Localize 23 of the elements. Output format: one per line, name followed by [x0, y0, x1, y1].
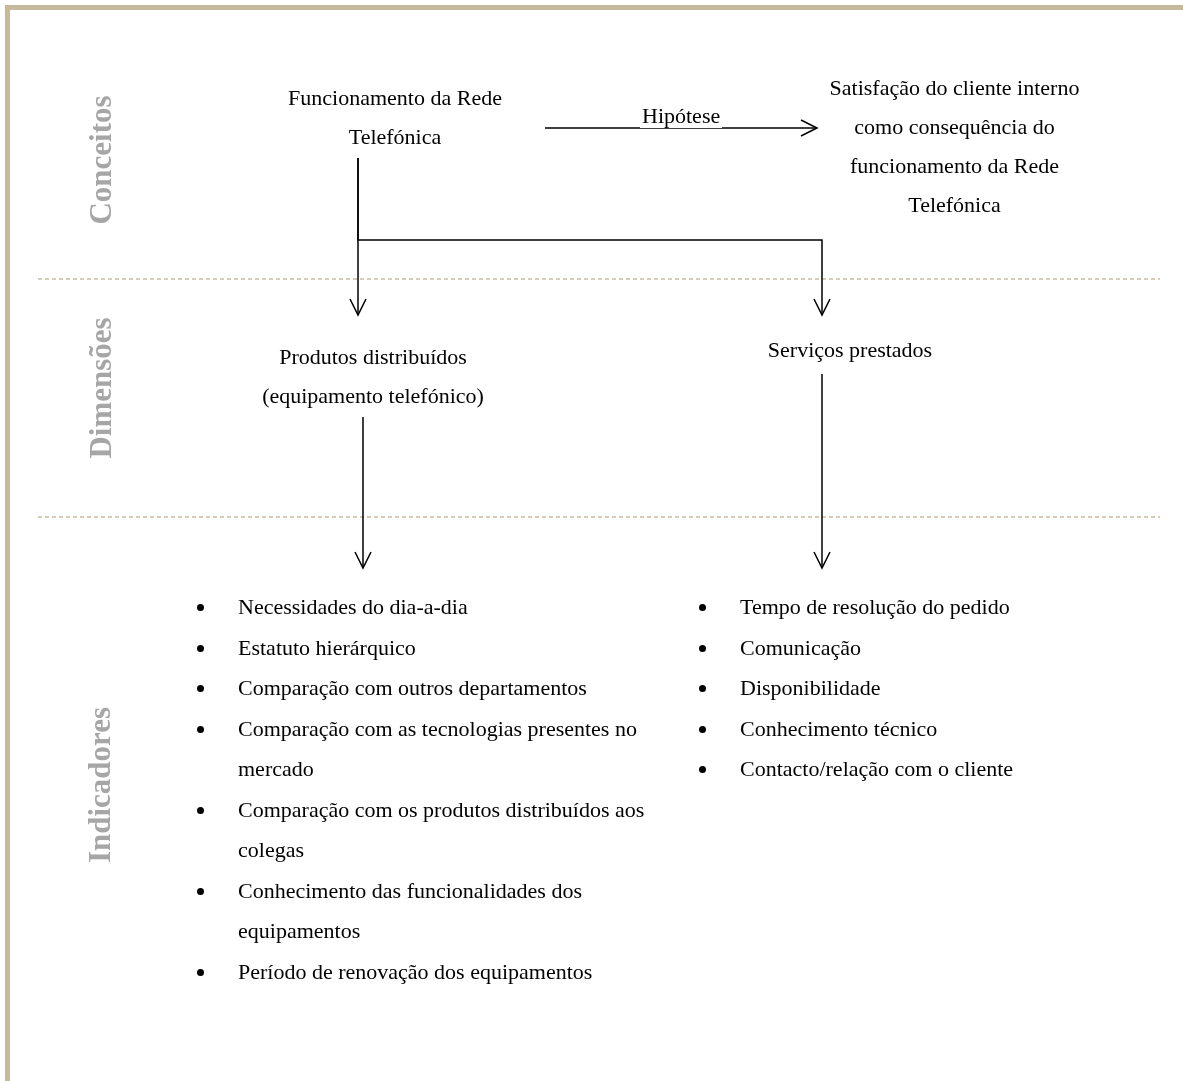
section-label: Dimensões [82, 317, 119, 459]
concept-text: Serviços prestados [735, 330, 965, 369]
concept-text: Satisfação do cliente interno como consequência do funcionamento da Rede Telefónica [822, 68, 1087, 224]
list-item: Conhecimento das funcionalidades dos equipamentos [238, 876, 583, 945]
concept-text: Funcionamento da Rede Telefónica [250, 78, 540, 156]
arrow [544, 119, 818, 137]
list-item: Comparação com as tecnologias presentes no mercado [238, 714, 638, 783]
arrow [354, 416, 372, 569]
section-label: Indicadores [82, 706, 119, 864]
arrow [357, 157, 831, 316]
list-item: Comunicação [740, 633, 861, 662]
list-item: Estatuto hierárquico [238, 633, 416, 662]
list-item: Contacto/relação com o cliente [740, 755, 1014, 783]
list-item: Comparação com os produtos distribuídos aos colegas [238, 795, 646, 864]
section-label: Conceitos [82, 95, 119, 225]
list-item: Conhecimento técnico [740, 714, 938, 743]
list-item: Necessidades do dia-a-dia [238, 593, 468, 621]
concept-text: Produtos distribuídos (equipamento telefónico) [218, 337, 528, 415]
list-item: Período de renovação dos equipamentos [238, 957, 593, 986]
list-item: Tempo de resolução do pedido [740, 593, 1010, 621]
list-item: Disponibilidade [740, 674, 881, 702]
arrow [813, 373, 831, 569]
list-item: Comparação com outros departamentos [238, 674, 587, 702]
